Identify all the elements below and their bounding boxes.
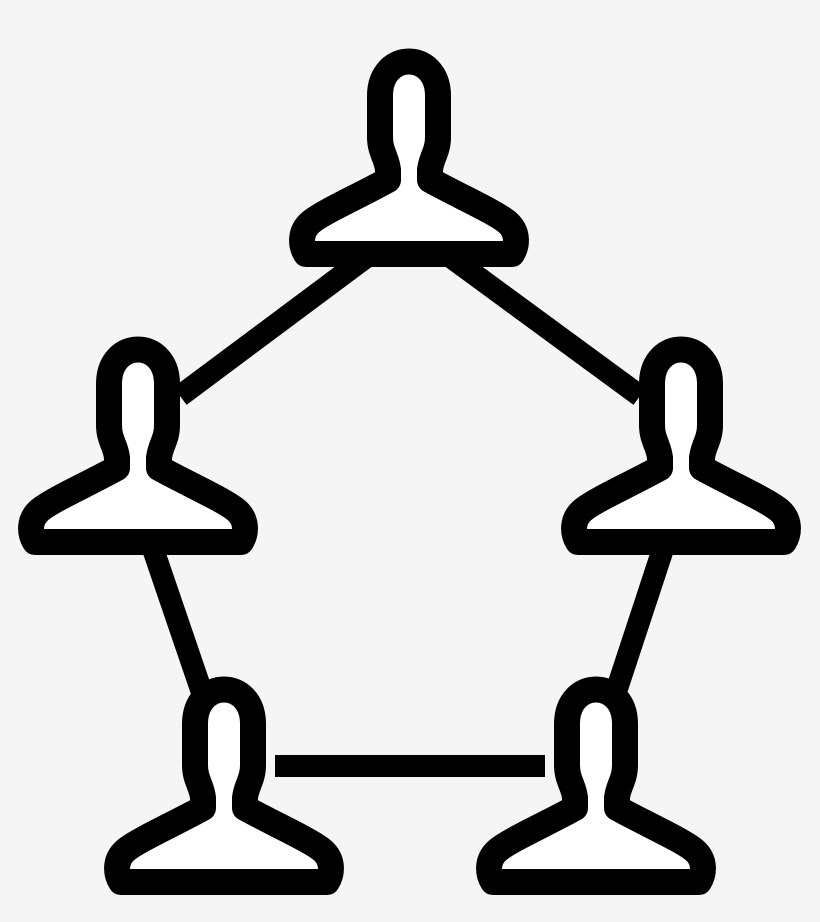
person-icon-top [302,62,516,255]
person-icon-bottom-right [489,690,703,883]
person-icon-bottom-left [117,690,331,883]
connector-top-right [445,249,647,405]
connector-top-left [173,249,372,405]
connector-lines [141,249,675,777]
